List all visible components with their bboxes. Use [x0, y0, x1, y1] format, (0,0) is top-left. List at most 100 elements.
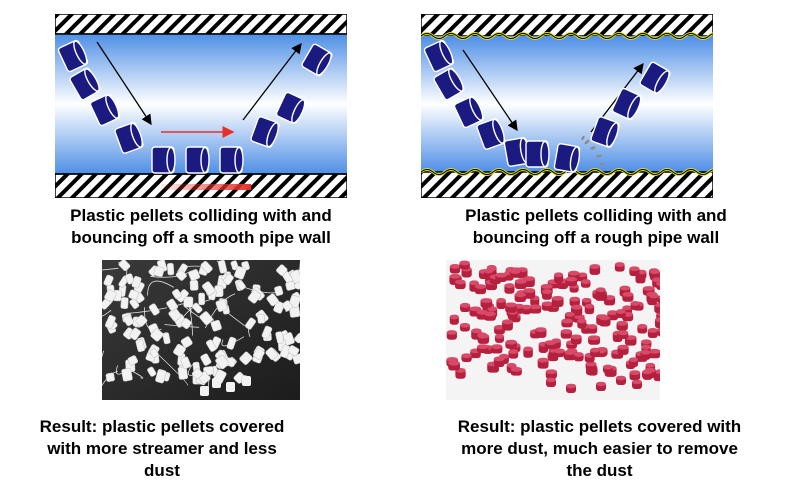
white-pellet — [192, 302, 203, 314]
red-pellet — [495, 272, 507, 282]
red-pellet — [551, 295, 564, 307]
caption-line: Plastic pellets colliding with and — [70, 206, 332, 225]
white-pellet — [289, 269, 300, 284]
white-pellet — [198, 292, 206, 306]
smooth-pipe-caption: Plastic pellets colliding with and bounc… — [0, 205, 402, 249]
red-pellet — [522, 304, 532, 315]
white-pellet — [276, 264, 288, 276]
red-pellet — [514, 279, 527, 289]
incoming-arrow — [96, 41, 152, 126]
red-pellet — [459, 322, 470, 332]
pellet — [525, 140, 550, 168]
red-pellet — [642, 369, 652, 379]
red-pellet — [504, 283, 515, 294]
white-pellet — [234, 266, 247, 280]
white-pellet — [123, 314, 134, 327]
pellet — [151, 146, 176, 174]
pellet — [275, 91, 307, 125]
pellet — [590, 116, 620, 148]
red-pellet — [502, 319, 513, 331]
red-pellet — [546, 377, 556, 387]
red-pellet — [616, 320, 628, 331]
white-pellet — [210, 319, 222, 332]
red-pellet — [590, 347, 600, 358]
red-pellet — [585, 361, 597, 371]
bottom-wall — [421, 171, 713, 198]
white-pellet — [215, 299, 228, 312]
white-pellet — [121, 368, 133, 382]
red-pellet — [617, 344, 629, 355]
red-pellet — [577, 318, 587, 329]
pellet — [611, 87, 643, 121]
white-pellet — [266, 293, 279, 307]
red-pellet — [584, 303, 595, 315]
red-pellet — [510, 366, 522, 376]
pellet — [433, 67, 465, 101]
white-pellet — [200, 386, 209, 396]
red-pellet — [570, 334, 582, 345]
red-pellet — [560, 329, 572, 339]
red-pellet — [496, 298, 506, 310]
white-pellet — [226, 336, 237, 350]
white-pellets-photo — [102, 260, 300, 400]
red-pellet — [529, 304, 542, 314]
friction-streak — [155, 184, 251, 190]
red-pellet — [537, 357, 549, 369]
white-pellet — [135, 339, 146, 353]
pellet — [89, 93, 121, 127]
red-pellet — [622, 292, 634, 302]
caption-line: bouncing off a smooth pipe wall — [71, 228, 331, 247]
white-pellet — [212, 378, 221, 388]
white-pellet — [239, 351, 253, 365]
streamer — [102, 370, 118, 387]
white-pellet — [261, 325, 273, 339]
red-pellet — [455, 279, 466, 290]
red-pellet — [523, 346, 533, 358]
white-pellets-image — [102, 260, 300, 400]
red-pellet — [460, 302, 471, 312]
red-pellet — [509, 269, 521, 278]
white-pellet — [257, 313, 266, 324]
white-pellet — [105, 314, 116, 329]
white-pellet — [217, 260, 228, 274]
white-pellet — [265, 347, 279, 361]
red-pellet — [648, 293, 659, 303]
white-pellet — [202, 281, 216, 296]
red-pellet — [553, 348, 565, 357]
white-pellet — [105, 372, 115, 382]
red-pellet — [544, 340, 557, 350]
red-pellet — [632, 379, 642, 389]
red-pellet — [505, 339, 518, 349]
dust-particles — [581, 135, 605, 166]
streamer — [147, 280, 174, 296]
result-line: dust — [144, 461, 180, 480]
red-pellet — [523, 288, 536, 299]
red-pellet — [656, 281, 660, 290]
red-pellet — [655, 317, 660, 329]
white-pellet — [215, 354, 230, 370]
white-pellet — [200, 353, 212, 366]
red-pellet — [474, 284, 487, 295]
rough-result-text: Result: plastic pellets covered with mor… — [412, 416, 787, 482]
red-pellet — [480, 298, 493, 308]
pellet — [453, 95, 485, 129]
red-pellet — [602, 364, 613, 374]
white-pellet — [129, 298, 140, 309]
smooth-pipe-svg — [55, 14, 347, 198]
top-wall — [55, 14, 347, 35]
white-pellet — [175, 269, 187, 281]
red-pellet — [505, 302, 517, 313]
pellet — [219, 146, 244, 174]
white-pellet — [226, 382, 235, 392]
red-pellet — [448, 360, 460, 371]
pellet — [301, 43, 333, 77]
white-pellet — [166, 298, 179, 312]
red-pellet — [491, 344, 503, 354]
pellet — [553, 143, 581, 173]
smooth-result-text: Result: plastic pellets covered with mor… — [0, 416, 324, 482]
white-pellet — [223, 273, 234, 285]
red-pellet — [647, 328, 658, 339]
white-pellet — [153, 266, 165, 278]
white-pellet — [200, 260, 213, 274]
caption-line: bouncing off a rough pipe wall — [472, 228, 720, 247]
